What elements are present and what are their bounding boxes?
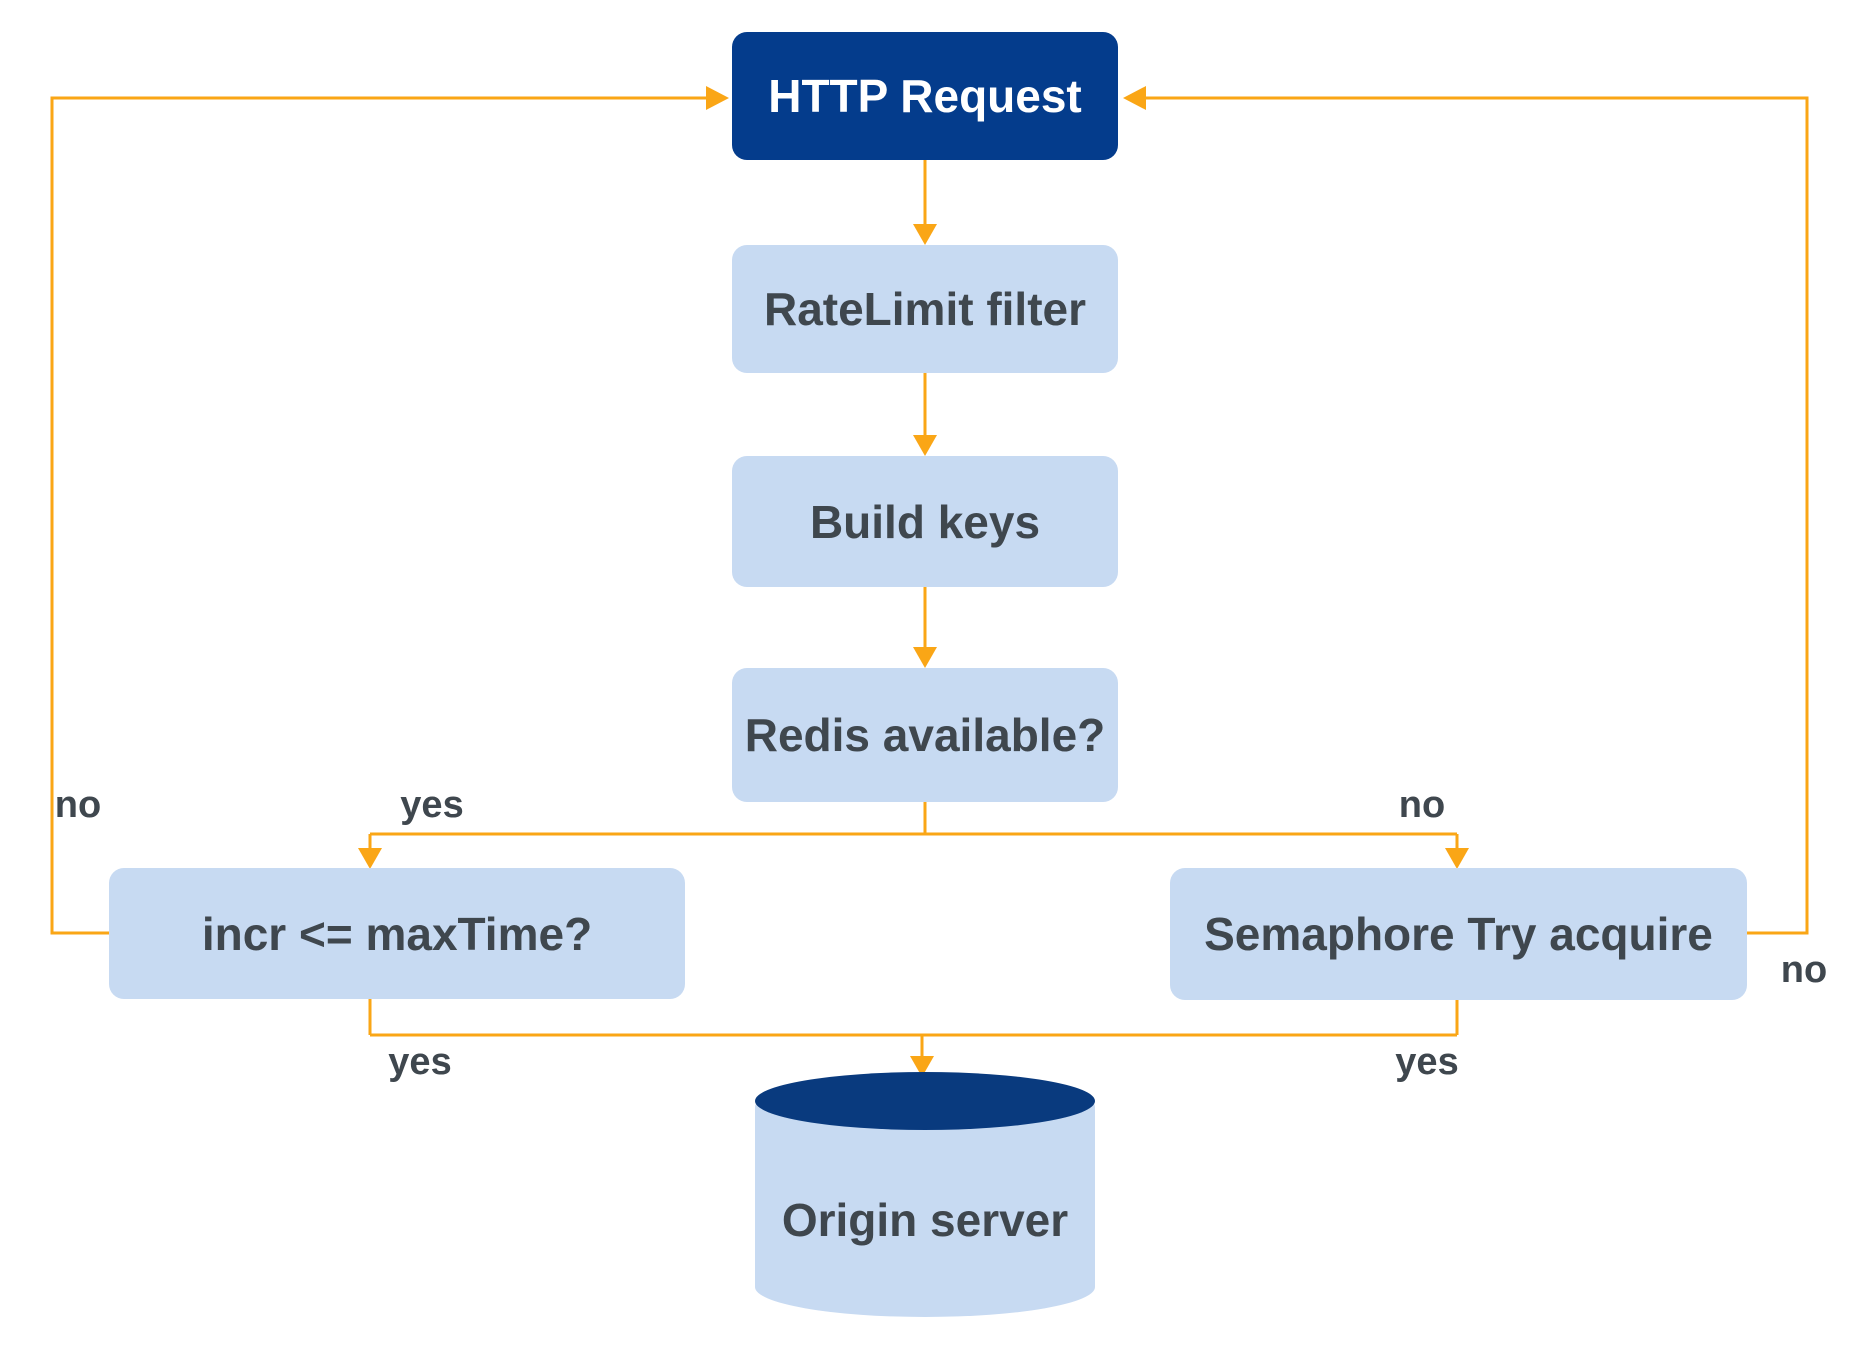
edge-label-sem-no: no [1780, 949, 1828, 991]
node-origin-server-label: Origin server [781, 1194, 1069, 1246]
arrowhead-http-right [1123, 86, 1146, 110]
node-build-keys: Build keys [732, 456, 1118, 587]
node-http-request: HTTP Request [732, 32, 1118, 160]
node-build-keys-label: Build keys [809, 495, 1041, 548]
edge-label-incr-yes: yes [388, 1041, 452, 1083]
node-ratelimit-filter: RateLimit filter [732, 245, 1118, 373]
edge-label-incr-no: no [54, 784, 102, 826]
edge-redis-branch [368, 802, 1459, 850]
arrowhead-incr [358, 848, 382, 869]
arrowhead-buildkeys [913, 435, 937, 456]
edge-sem-no-return [1146, 96, 1809, 935]
node-http-request-label: HTTP Request [768, 70, 1082, 122]
arrowhead-ratelimit [913, 224, 937, 245]
arrowhead-redis [913, 647, 937, 668]
arrowhead-semaphore [1445, 848, 1469, 869]
node-semaphore-try-acquire: Semaphore Try acquire [1170, 868, 1747, 1000]
node-incr-maxtime: incr <= maxTime? [109, 868, 685, 999]
cylinder-body [755, 1107, 1095, 1317]
node-semaphore-try-acquire-label: Semaphore Try acquire [1204, 908, 1713, 960]
node-redis-available-label: Redis available? [744, 709, 1106, 761]
edge-label-redis-no: no [1398, 784, 1446, 826]
node-ratelimit-filter-label: RateLimit filter [763, 283, 1087, 335]
node-incr-maxtime-label: incr <= maxTime? [201, 907, 593, 960]
arrowhead-origin [910, 1056, 934, 1077]
arrowhead-http-left [706, 86, 729, 110]
cylinder-top [755, 1072, 1095, 1130]
origin-server-cylinder [755, 1072, 1095, 1317]
edge-label-sem-yes: yes [1395, 1041, 1459, 1083]
node-origin-server: Origin server [755, 1190, 1095, 1250]
node-redis-available: Redis available? [732, 668, 1118, 802]
edge-label-redis-yes: yes [400, 784, 464, 826]
edge-merge-to-origin [368, 999, 1459, 1058]
edge-incr-no-return [50, 96, 706, 935]
